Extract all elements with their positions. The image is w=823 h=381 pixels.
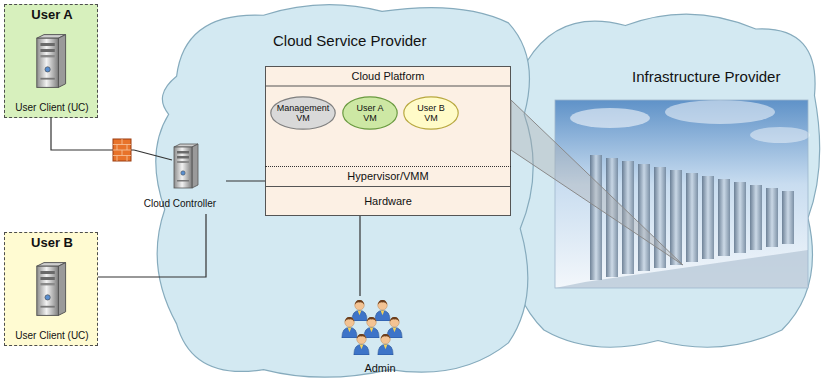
node-label: Management VM xyxy=(275,103,331,124)
vm-ellipse: User A VM xyxy=(342,96,398,130)
server-icon xyxy=(37,263,66,316)
text-slot: Cloud Controller xyxy=(134,198,226,210)
cloud-shape xyxy=(505,14,820,347)
node-label: Cloud Service Provider xyxy=(273,32,493,49)
cloud-shape xyxy=(156,5,533,378)
server-icon xyxy=(37,35,66,88)
node-label: User A VM xyxy=(352,103,388,124)
text-slot: Admin xyxy=(335,362,425,375)
controller-wire xyxy=(134,150,172,160)
vm-ellipse: User B VM xyxy=(403,96,459,130)
firewall-icon xyxy=(113,139,131,161)
text-slot: User B VM xyxy=(413,96,449,130)
text-slot: User B xyxy=(5,236,99,251)
text-slot: User Client (UC) xyxy=(5,330,99,342)
text-slot: Hypervisor/VMM xyxy=(265,170,511,183)
header-divider xyxy=(265,86,511,87)
admin-people-icon xyxy=(342,300,402,355)
text-slot: Hardware xyxy=(265,195,511,208)
platform-box: Cloud PlatformManagement VM User A VM User… xyxy=(265,66,511,216)
node-label: Admin xyxy=(335,362,425,375)
node-heading: User A xyxy=(5,8,99,23)
text-slot: User A VM xyxy=(352,96,388,130)
connector-line xyxy=(226,180,265,181)
node-label: Hardware xyxy=(265,195,511,208)
text-slot: Cloud Service Provider xyxy=(273,32,493,49)
text-slot: Management VM xyxy=(275,96,331,130)
ellipse-shape xyxy=(404,97,458,129)
ellipse-shape xyxy=(271,97,335,129)
ellipse-shape xyxy=(343,97,397,129)
text-slot: User Client (UC) xyxy=(5,102,99,114)
node-label: Infrastructure Provider xyxy=(632,68,814,85)
node-label: User Client (UC) xyxy=(5,102,99,114)
provider-cloud: Cloud Service ProviderCloud PlatformMana… xyxy=(145,0,540,381)
node-label: Hypervisor/VMM xyxy=(265,170,511,183)
node-label: User Client (UC) xyxy=(5,330,99,342)
connector-line xyxy=(98,214,206,277)
layer-band: Hardware xyxy=(265,186,511,216)
node-label: Cloud Platform xyxy=(266,70,510,83)
connector-line xyxy=(359,216,360,296)
text-slot: User A xyxy=(5,8,99,23)
node-heading: User B xyxy=(5,236,99,251)
zoom-wedge xyxy=(511,100,683,265)
text-slot: Infrastructure Provider xyxy=(632,68,814,85)
layer-band: Hypervisor/VMM xyxy=(265,166,511,186)
vm-ellipse: Management VM xyxy=(270,96,336,130)
server-icon xyxy=(174,144,198,188)
node-label: User B VM xyxy=(413,103,449,124)
node-label: Cloud Controller xyxy=(134,198,226,210)
text-slot: Cloud Platform xyxy=(266,70,510,83)
